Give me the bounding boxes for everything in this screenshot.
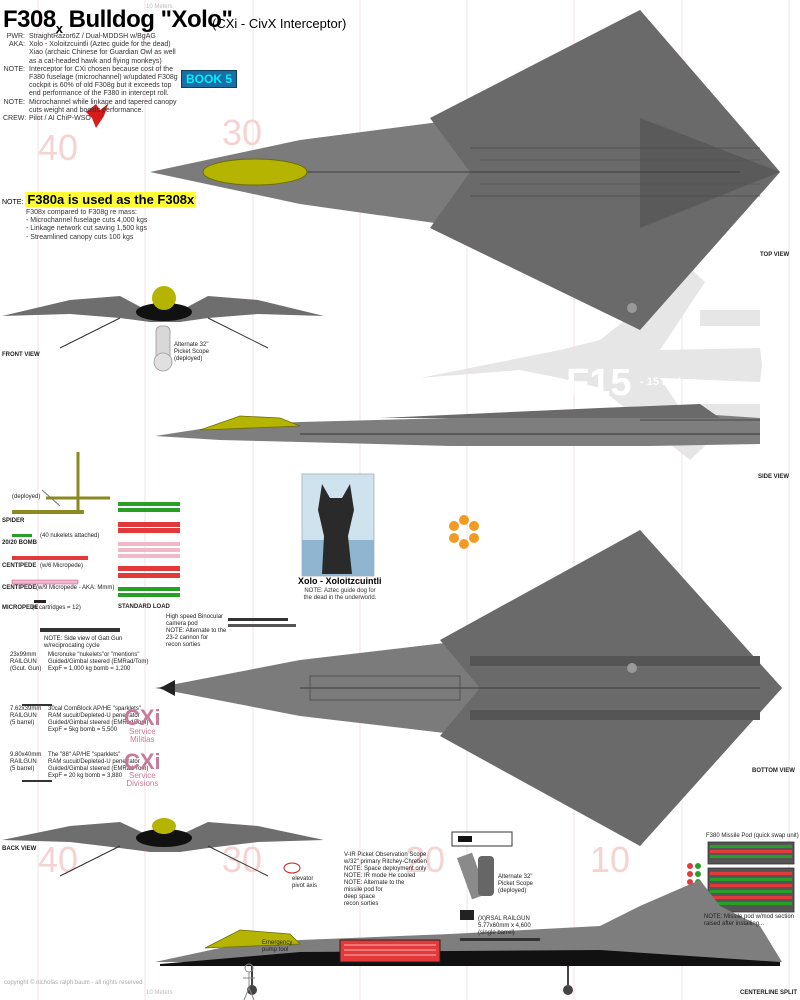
meters-label: 10 Meters (146, 990, 173, 996)
standard-load (118, 502, 180, 597)
label-spider: SPIDER (2, 518, 25, 524)
note-highlight: F380a is used as the F308x (25, 192, 197, 207)
top-roundel-icon (627, 303, 637, 313)
spec-line: Xiao (archaic Chinese for Guardian Owl a… (29, 49, 176, 57)
dog-note: NOTE: Aztec guide dog for the dead in th… (303, 588, 377, 601)
spec-line: cockpit is 60% of old F308g but it excee… (29, 82, 172, 90)
spec-line: NOTE:Microchannel while linkage and tape… (3, 98, 177, 106)
missile-pod-title: F380 Missile Pod (quick swap unit) (706, 833, 799, 839)
title-rest: Bulldog "Xolo" (62, 6, 233, 33)
spec-list: PWR:StraightRazor6Z / Dual-MDDSH w/BgAG … (3, 33, 178, 123)
top-canopy (202, 158, 308, 186)
picket-scope-front-note: Alternate 32" Picket Scope (deployed) (174, 342, 210, 362)
spec-line: NOTE:Interceptor for CXi chosen because … (3, 65, 173, 73)
scale-number-bottom-40: 40 (38, 839, 78, 880)
micropede-note: (6 cartridges = 12) (32, 605, 81, 611)
label-standard-load: STANDARD LOAD (118, 604, 170, 610)
dog-portrait (301, 473, 375, 577)
label-centipede-2: CENTIPEDE (2, 585, 37, 591)
title-sub: x (55, 20, 63, 36)
spec-line: PWR:StraightRazor6Z / Dual-MDDSH w/BgAG (6, 33, 156, 40)
vir-scope (451, 831, 513, 920)
spec-line: F380 fuselage (microchannel) w/updated F… (29, 74, 178, 82)
label-bottom-view: BOTTOM VIEW (752, 768, 795, 774)
note-line: - Microchannel fuselage cuts 4,000 kgs (26, 217, 148, 225)
spec-line: AKA:Xolo - Xoloitzcuintli (Aztec guide f… (9, 41, 171, 49)
book-badge: BOOK 5 (181, 70, 238, 88)
scale-number-bottom-30: 30 (222, 839, 262, 880)
human-scale-figure (243, 963, 255, 1000)
crest-icon (86, 104, 108, 128)
copyright: copyright © nicholas ralph baum - all ri… (4, 980, 143, 986)
cxi-logo-divisions: CXi Service Divisions (124, 749, 161, 788)
spec-line: as a cat-headed hawk and flying monkeys) (29, 57, 162, 65)
spec-line: cuts weight and boosts performance. (29, 106, 144, 114)
hex-badge-icon (449, 515, 479, 549)
deployed-note: (deployed) (12, 494, 41, 500)
spec-line: end performance of the F380 in intercept… (29, 90, 169, 98)
note-line: - Linkage network cut saving 1,500 kgs (26, 225, 148, 233)
label-back-view: BACK VIEW (2, 846, 37, 852)
railgun-1-text: Micronuke "nukelets"or "mentions"Guided/… (48, 652, 149, 672)
title-tagline: (CXi - CivX Interceptor) (212, 16, 347, 31)
scale-numbers: 40 30 40 30 20 10 (38, 112, 630, 880)
scale-number-top-40: 40 (38, 127, 78, 168)
label-top-view: TOP VIEW (760, 252, 790, 258)
scale-number-bottom-20: 20 (405, 839, 445, 880)
weapons-diagram (11, 452, 180, 603)
bomb2020-note: (40 nukelets attached) (40, 533, 100, 539)
missile-pod (687, 841, 795, 913)
picket-scope-back-note: Alternate 32"Picket Scope(deployed) (498, 874, 534, 894)
spec-line: CREW:Pilot / AI ChiP-WSO (3, 115, 91, 123)
cxi-logo-militias: CXi Service Militias (124, 705, 161, 744)
centipede2-note: (w/9 Micropede - AKA: Mmm) (36, 585, 115, 591)
label-centipede-1: CENTIPEDE (2, 563, 37, 569)
side-view-aircraft (155, 404, 760, 446)
title-main: F308 (3, 6, 56, 33)
label-centerline: CENTERLINE SPLIT (740, 990, 798, 996)
missile-pod-note: NOTE: Missile pod w/mod section raised a… (704, 914, 795, 927)
label-micropede: MICROPEDE (2, 605, 39, 611)
centerline-aircraft (155, 880, 782, 995)
f380-note: NOTE: F380a is used as the F308x F308x c… (2, 192, 197, 242)
railgun-2-text: 30cal CornBlock AP/HE "sparklets"RAM suc… (48, 706, 149, 733)
meters-label: 10 Meters (146, 4, 173, 10)
f15-label: F15 (566, 362, 632, 404)
front-view-aircraft (2, 286, 324, 372)
f15-meters: - 15 meters (640, 376, 699, 388)
label-side-view: SIDE VIEW (758, 474, 790, 480)
railgun-hardware (22, 618, 296, 782)
label-bomb2020: 20/20 BOMB (2, 540, 38, 546)
scale-number-bottom-10: 10 (590, 839, 630, 880)
dog-caption: Xolo - Xoloitzcuintli (298, 576, 382, 586)
top-view-aircraft (150, 10, 780, 330)
page-title: F308x Bulldog "Xolo" (3, 6, 233, 36)
note-prefix: NOTE: (2, 199, 24, 206)
railgun-3-text: The "88" AP/HE "sparklets"RAM sucuit/Dep… (48, 752, 149, 779)
scale-number-top-30: 30 (222, 112, 262, 153)
note-line: - Streamlined canopy cuts 100 kgs (26, 233, 134, 241)
note-line: F308x compared to F308g re mass: (26, 209, 137, 216)
back-view-aircraft (2, 818, 324, 877)
front-canopy (152, 286, 176, 310)
label-front-view: FRONT VIEW (2, 352, 40, 358)
bottom-view-aircraft (155, 530, 782, 846)
centipede1-note: (w/6 Micropede) (40, 563, 84, 569)
